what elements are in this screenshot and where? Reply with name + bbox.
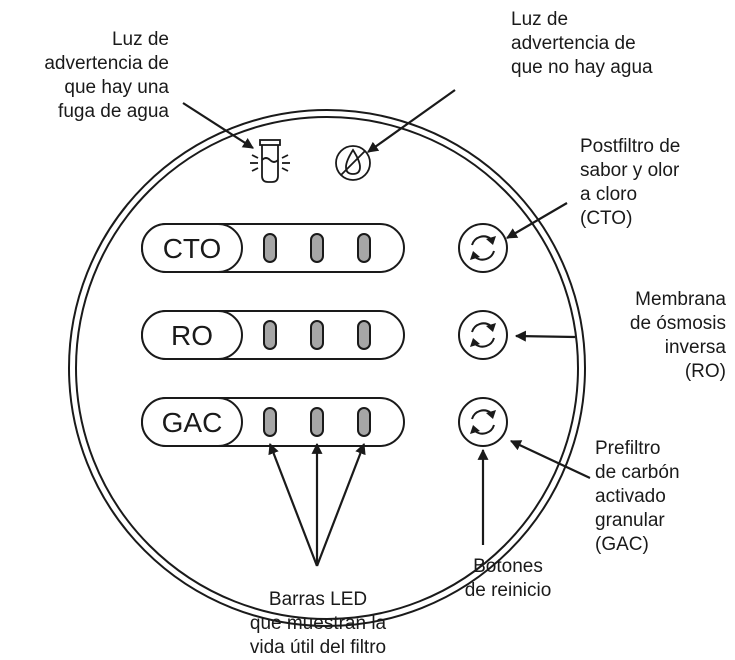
filter-rows: CTO RO GAC (141, 223, 405, 447)
label-cto-postfilter: Postfiltro de sabor y olor a cloro (CTO) (580, 135, 680, 231)
panel-outer-ring (68, 109, 586, 627)
label-reset-buttons: Botones de reinicio (438, 555, 578, 603)
label-line: de reinicio (464, 580, 552, 601)
filter-row-cto: CTO (141, 223, 405, 273)
reset-arrows-icon (470, 235, 496, 261)
no-water-icon (335, 145, 371, 181)
reset-arrows-icon (470, 322, 496, 348)
label-line: de ósmosis (629, 313, 726, 334)
label-line: sabor y olor (580, 160, 680, 181)
label-ro-membrane: Membrana de ósmosis inversa (RO) (630, 288, 726, 384)
label-line: (RO) (684, 361, 726, 382)
arrow-led-1 (268, 442, 319, 567)
filter-tag-pill-ro (141, 310, 243, 360)
label-line: que no hay agua (511, 57, 653, 78)
label-gac-prefilter: Prefiltro de carbón activado granular (GAC) (595, 437, 680, 557)
led-bar-cto-3 (357, 233, 371, 263)
arrow-gac (510, 440, 591, 479)
filter-tag-pill-cto (141, 223, 243, 273)
arrow-leak-light (182, 102, 254, 149)
led-bar-ro-3 (357, 320, 371, 350)
pointer-arrows (182, 89, 591, 567)
reset-buttons (458, 223, 508, 447)
arrow-cto (506, 202, 568, 239)
reset-button-ring[interactable] (458, 310, 508, 360)
label-line: que hay una (64, 77, 169, 98)
arrow-led-3 (315, 442, 366, 567)
label-line: de carbón (595, 462, 680, 483)
label-line: advertencia de (511, 33, 636, 54)
label-line: Membrana (635, 289, 726, 310)
arrow-ro (514, 330, 576, 342)
label-line: (CTO) (580, 208, 633, 229)
panel-inner-ring (75, 116, 579, 620)
label-line: Barras LED (268, 589, 368, 610)
led-bar-ro-2 (310, 320, 324, 350)
label-line: Botones (473, 556, 543, 577)
led-bar-gac-1 (263, 407, 277, 437)
label-led-bars: Barras LED que muestran la vida útil del f… (213, 588, 423, 660)
led-bar-gac-3 (357, 407, 371, 437)
reset-button-gac[interactable] (458, 397, 508, 447)
label-line: inversa (664, 337, 726, 358)
label-line: vida útil del filtro (249, 637, 387, 658)
label-line: Luz de (111, 29, 169, 50)
reset-button-cto[interactable] (458, 223, 508, 273)
label-line: Prefiltro (595, 438, 661, 459)
filter-tag-ro: RO (171, 320, 213, 351)
label-line: fuga de agua (58, 101, 169, 122)
leak-warning-icon (250, 139, 290, 183)
label-line: Postfiltro de (580, 136, 681, 157)
led-bar-gac-2 (310, 407, 324, 437)
reset-button-ro[interactable] (458, 310, 508, 360)
led-bar-cto-2 (310, 233, 324, 263)
label-line: a cloro (580, 184, 638, 205)
filter-tag-gac: GAC (162, 407, 223, 438)
filter-row-gac: GAC (141, 397, 405, 447)
filter-row-ro: RO (141, 310, 405, 360)
label-line: que muestran la (249, 613, 387, 634)
filter-tag-pill-gac (141, 397, 243, 447)
reset-arrows-icon (470, 409, 496, 435)
label-line: advertencia de (44, 53, 169, 74)
label-line: activado (595, 486, 666, 507)
label-line: granular (595, 510, 665, 531)
reset-button-ring[interactable] (458, 397, 508, 447)
arrow-no-water-light (367, 89, 456, 153)
filter-tag-cto: CTO (163, 233, 222, 264)
label-line: (GAC) (595, 534, 649, 555)
label-leak-warning-light: Luz de advertencia de que hay una fuga de a… (44, 28, 169, 124)
reset-button-ring[interactable] (458, 223, 508, 273)
label-line: Luz de (511, 9, 569, 30)
led-bar-cto-1 (263, 233, 277, 263)
led-bar-ro-1 (263, 320, 277, 350)
label-no-water-warning-light: Luz de advertencia de que no hay agua (511, 8, 653, 80)
